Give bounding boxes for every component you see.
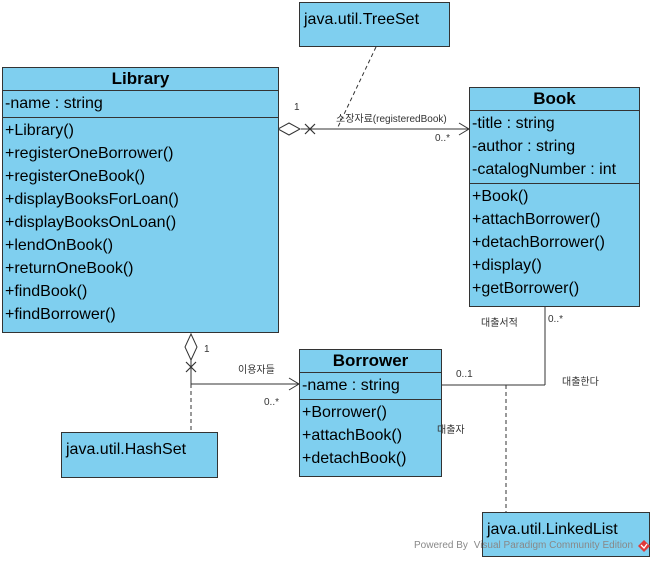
borrower-operations: +Borrower() +attachBook() +detachBook() <box>300 400 441 471</box>
book-borrower-association-name: 대출한다 <box>562 377 599 388</box>
book-operation: +Book() <box>472 188 529 205</box>
book-attribute: -author : string <box>472 138 576 155</box>
hashset-note[interactable]: java.util.HashSet <box>61 432 218 478</box>
treeset-note[interactable]: java.util.TreeSet <box>299 2 450 47</box>
book-borrower-role-borrower: 대출자 <box>437 425 465 436</box>
treeset-anchor-line <box>336 46 377 130</box>
library-operations: +Library() +registerOneBorrower() +regis… <box>3 118 278 327</box>
book-attribute: -catalogNumber : int <box>472 161 617 178</box>
powered-by-text: Powered By <box>414 540 468 551</box>
linkedlist-note[interactable]: java.util.LinkedList <box>482 512 650 557</box>
library-operation: +lendOnBook() <box>5 237 114 254</box>
borrower-operation: +Borrower() <box>302 404 387 421</box>
book-operation: +detachBorrower() <box>472 234 605 251</box>
library-borrower-multiplicity-borrower: 0..* <box>264 397 280 408</box>
library-operation: +registerOneBook() <box>5 168 146 185</box>
borrower-operation: +attachBook() <box>302 427 403 444</box>
library-operation: +findBook() <box>5 283 88 300</box>
product-name-text: Visual Paradigm Community Edition <box>473 540 634 551</box>
borrower-attributes: -name : string <box>300 373 441 400</box>
book-class-name: Book <box>470 88 639 111</box>
library-operation: +Library() <box>5 122 74 139</box>
library-class[interactable]: Library -name : string +Library() +regis… <box>2 67 279 333</box>
library-book-multiplicity-book: 0..* <box>435 133 451 144</box>
book-attributes: -title : string -author : string -catalo… <box>470 111 639 184</box>
book-borrower-multiplicity-borrower: 0..1 <box>456 369 473 380</box>
library-operation: +registerOneBorrower() <box>5 145 174 162</box>
library-operation: +displayBooksForLoan() <box>5 191 179 208</box>
book-operation: +getBorrower() <box>472 280 580 297</box>
library-operation: +findBorrower() <box>5 306 116 323</box>
book-operation: +attachBorrower() <box>472 211 601 228</box>
borrower-class[interactable]: Borrower -name : string +Borrower() +att… <box>299 349 442 477</box>
library-borrower-role: 이용자들 <box>238 365 275 376</box>
borrower-attribute: -name : string <box>302 377 400 394</box>
book-operation: +display() <box>472 257 542 274</box>
book-attribute: -title : string <box>472 115 555 132</box>
library-borrower-aggregation-diamond <box>184 332 198 362</box>
powered-by-watermark: Powered By Visual Paradigm Community Edi… <box>414 540 633 551</box>
borrower-class-name: Borrower <box>300 350 441 373</box>
library-book-nonnav-x <box>304 123 316 135</box>
library-operation: +displayBooksOnLoan() <box>5 214 177 231</box>
library-class-name: Library <box>3 68 278 91</box>
library-borrower-multiplicity-library: 1 <box>204 344 210 355</box>
book-class[interactable]: Book -title : string -author : string -c… <box>469 87 640 307</box>
linkedlist-note-text: java.util.LinkedList <box>487 521 618 538</box>
treeset-note-text: java.util.TreeSet <box>304 11 420 28</box>
book-borrower-multiplicity-book: 0..* <box>548 314 564 325</box>
library-book-role: 소장자료(registeredBook) <box>336 114 447 125</box>
library-attributes: -name : string <box>3 91 278 118</box>
book-borrower-role-book: 대출서적 <box>481 318 518 329</box>
borrower-operation: +detachBook() <box>302 450 407 467</box>
hashset-note-text: java.util.HashSet <box>66 441 187 458</box>
library-borrower-nonnav-x <box>185 361 197 373</box>
library-attribute: -name : string <box>5 95 103 112</box>
book-operations: +Book() +attachBorrower() +detachBorrowe… <box>470 184 639 301</box>
library-book-aggregation-diamond <box>276 122 302 136</box>
library-operation: +returnOneBook() <box>5 260 134 277</box>
visual-paradigm-logo-icon <box>638 540 650 552</box>
library-book-multiplicity-library: 1 <box>294 102 300 113</box>
